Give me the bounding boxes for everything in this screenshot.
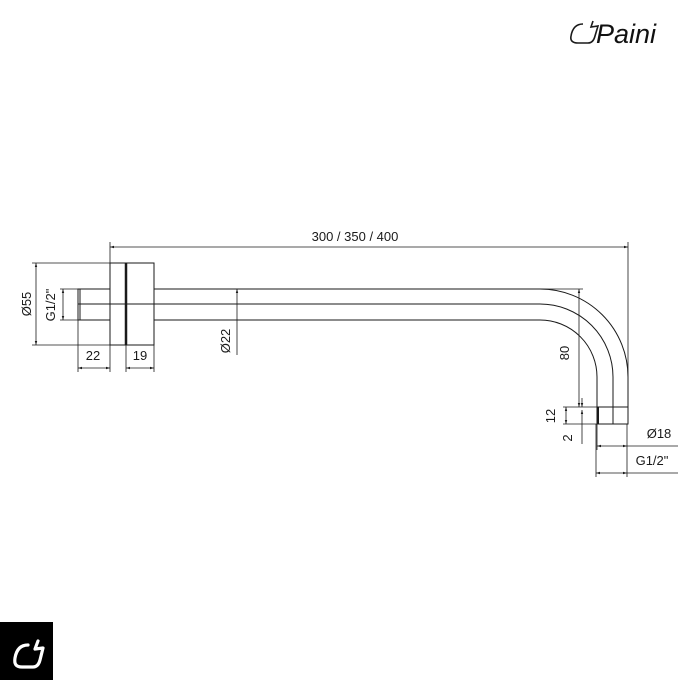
outlet-height-label: 12	[543, 409, 558, 423]
paini-mark-icon	[570, 20, 600, 44]
thread-length-dimension: 22	[77, 320, 111, 372]
paini-mark-icon	[13, 639, 45, 669]
flange-depth-label: 19	[133, 348, 147, 363]
pipe-diameter-label: Ø22	[218, 329, 233, 354]
outlet-diameter-dimension: Ø18	[596, 424, 678, 450]
outlet-diameter-label: Ø18	[647, 426, 672, 441]
flange-diameter-label: Ø55	[19, 292, 34, 317]
flange-diameter-dimension: Ø55	[19, 262, 110, 346]
outlet-height-dimension: 12	[543, 406, 597, 425]
wall-thread-label: G1/2"	[43, 288, 58, 321]
flange-depth-dimension: 19	[125, 345, 155, 372]
drop-height-label: 80	[557, 346, 572, 360]
thread-length-label: 22	[86, 348, 100, 363]
drop-height-dimension: 80	[540, 288, 583, 407]
shower-arm-pipe	[78, 288, 629, 407]
outlet-thread-dimension: G1/2"	[595, 424, 678, 477]
outlet-thread-label: G1/2"	[636, 453, 669, 468]
pipe-diameter-dimension: Ø22	[218, 289, 239, 355]
outlet-offset-dimension: 2	[560, 398, 584, 444]
outlet-fitting	[596, 406, 629, 425]
brand-logo: Paini	[570, 19, 657, 49]
outlet-offset-label: 2	[560, 434, 575, 441]
length-label: 300 / 350 / 400	[312, 229, 399, 244]
brand-name: Paini	[596, 19, 657, 49]
wall-thread-dimension: G1/2"	[43, 288, 78, 321]
brand-badge	[0, 622, 53, 680]
length-dimension: 300 / 350 / 400	[109, 229, 629, 420]
